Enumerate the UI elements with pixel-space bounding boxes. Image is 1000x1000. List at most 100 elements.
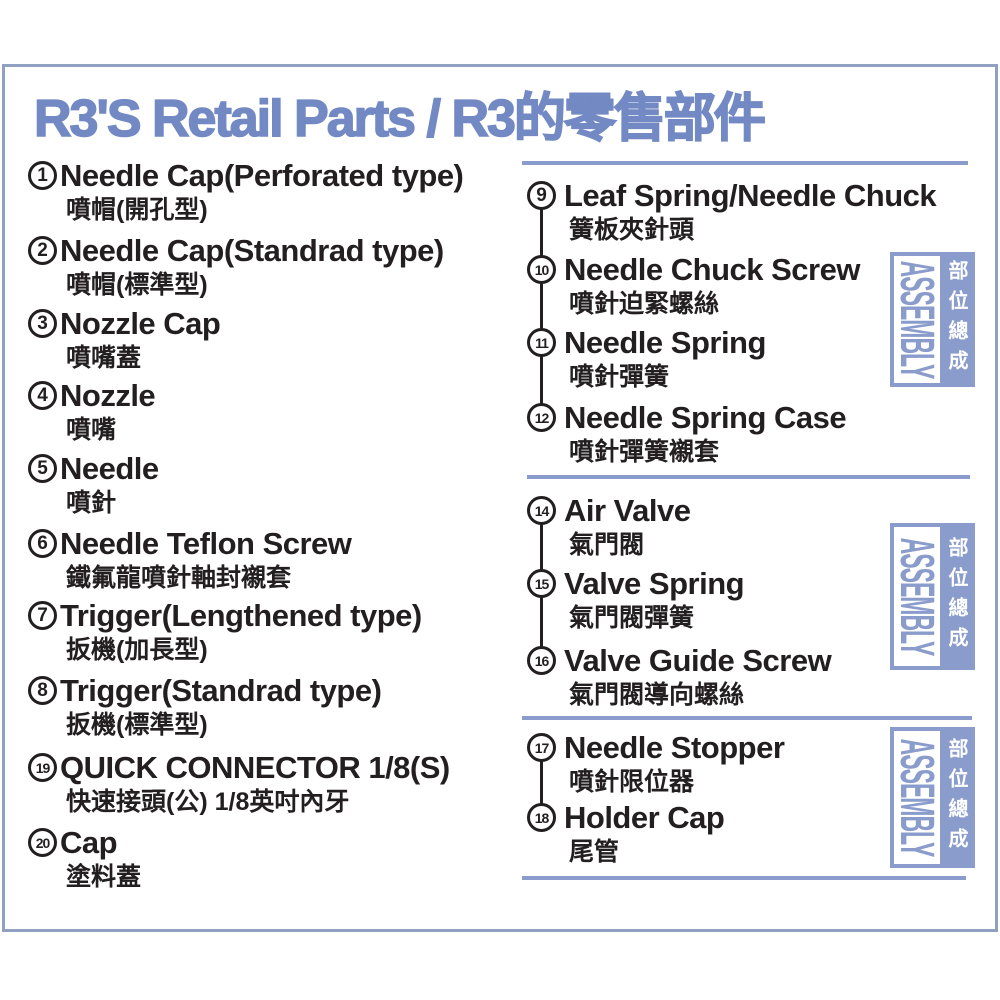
assembly-label-en: ASSEMBLY xyxy=(890,738,946,857)
part-number-badge: 11 xyxy=(527,328,556,357)
part-name-zh: 噴針彈簧 xyxy=(569,363,670,391)
part-name-zh: 簧板夾針頭 xyxy=(569,216,695,244)
assembly-badge-inner: ASSEMBLY xyxy=(891,256,945,383)
part-name-en: Needle xyxy=(60,451,159,486)
part-name-en: Needle Chuck Screw xyxy=(564,252,860,287)
part-item: 1 Needle Cap(Perforated type) 噴帽(開孔型) xyxy=(28,158,464,225)
part-number-badge: 4 xyxy=(28,381,57,410)
part-name-en: Needle Spring Case xyxy=(564,400,847,435)
part-name-zh: 氣門閥彈簧 xyxy=(569,604,695,632)
assembly-badge: ASSEMBLY 部位總成 xyxy=(890,523,975,670)
part-item: 16 Valve Guide Screw 氣門閥導向螺絲 xyxy=(527,643,832,710)
part-name-zh: 噴針迫緊螺絲 xyxy=(569,290,720,318)
page-title: R3'S Retail Parts / R3的零售部件 xyxy=(33,89,766,149)
part-item: 7 Trigger(Lengthened type) 扳機(加長型) xyxy=(28,598,422,665)
part-number: 20 xyxy=(35,834,51,851)
part-number: 5 xyxy=(37,457,48,479)
part-number: 10 xyxy=(534,261,550,278)
part-name-zh: 噴嘴蓋 xyxy=(66,344,142,372)
part-name-zh: 噴帽(開孔型) xyxy=(66,196,208,224)
assembly-label-zh: 部位總成 xyxy=(945,536,967,657)
part-number-badge: 10 xyxy=(527,255,556,284)
connector-line xyxy=(540,747,543,817)
part-name-zh: 噴針限位器 xyxy=(569,768,695,796)
part-number: 2 xyxy=(37,239,48,261)
separator-line xyxy=(522,876,966,880)
part-item: 10 Needle Chuck Screw 噴針迫緊螺絲 xyxy=(527,252,860,319)
part-item: 20 Cap 塗料蓋 xyxy=(28,825,141,892)
part-number-badge: 18 xyxy=(527,803,556,832)
part-number: 18 xyxy=(534,809,550,826)
part-name-zh: 噴帽(標準型) xyxy=(66,271,208,299)
separator-line xyxy=(522,716,972,720)
part-number-badge: 2 xyxy=(28,236,57,265)
part-name-en: Holder Cap xyxy=(564,800,725,835)
part-number-badge: 20 xyxy=(28,828,57,857)
page-border xyxy=(2,64,998,932)
part-number-badge: 16 xyxy=(527,646,556,675)
part-number-badge: 12 xyxy=(527,403,556,432)
assembly-label-zh-strip: 部位總成 xyxy=(940,256,971,383)
part-name-zh: 氣門閥 xyxy=(569,531,645,559)
part-name-zh: 噴針彈簧襯套 xyxy=(569,438,720,466)
separator-line xyxy=(522,161,968,165)
part-name-en: Air Valve xyxy=(564,493,691,528)
part-item: 17 Needle Stopper 噴針限位器 xyxy=(527,730,785,797)
assembly-badge: ASSEMBLY 部位總成 xyxy=(890,727,975,868)
part-name-zh: 噴針 xyxy=(66,489,117,517)
assembly-badge-inner: ASSEMBLY xyxy=(891,527,945,666)
part-number-badge: 17 xyxy=(527,733,556,762)
part-item: 4 Nozzle 噴嘴 xyxy=(28,378,156,445)
part-name-en: Needle Cap(Perforated type) xyxy=(60,158,464,193)
part-item: 9 Leaf Spring/Needle Chuck 簧板夾針頭 xyxy=(527,178,937,245)
part-name-en: Needle Cap(Standrad type) xyxy=(60,233,444,268)
part-number: 15 xyxy=(534,575,550,592)
part-number: 11 xyxy=(535,334,549,351)
part-number-badge: 15 xyxy=(527,569,556,598)
part-name-en: Needle Stopper xyxy=(564,730,785,765)
part-number-badge: 9 xyxy=(527,181,556,210)
part-number: 3 xyxy=(37,312,48,334)
part-number-badge: 8 xyxy=(28,676,57,705)
part-number: 9 xyxy=(536,184,547,206)
part-name-en: Trigger(Standrad type) xyxy=(60,673,382,708)
part-name-en: Leaf Spring/Needle Chuck xyxy=(564,178,937,213)
assembly-label-en: ASSEMBLY xyxy=(890,260,946,379)
part-name-en: Nozzle Cap xyxy=(60,306,221,341)
part-name-zh: 快速接頭(公) 1/8英吋內牙 xyxy=(66,788,350,816)
part-number-badge: 7 xyxy=(28,601,57,630)
part-number: 8 xyxy=(37,679,48,701)
part-item: 11 Needle Spring 噴針彈簧 xyxy=(527,325,766,392)
part-name-zh: 鐵氟龍噴針軸封襯套 xyxy=(66,564,292,592)
part-item: 18 Holder Cap 尾管 xyxy=(527,800,725,867)
part-item: 15 Valve Spring 氣門閥彈簧 xyxy=(527,566,745,633)
part-item: 3 Nozzle Cap 噴嘴蓋 xyxy=(28,306,221,373)
part-name-en: Valve Spring xyxy=(564,566,745,601)
part-item: 5 Needle 噴針 xyxy=(28,451,159,518)
part-number: 12 xyxy=(534,409,550,426)
part-item: 14 Air Valve 氣門閥 xyxy=(527,493,691,560)
assembly-badge-inner: ASSEMBLY xyxy=(891,731,945,864)
part-number-badge: 14 xyxy=(527,496,556,525)
part-number-badge: 1 xyxy=(28,161,57,190)
part-number: 16 xyxy=(534,652,550,669)
assembly-label-zh: 部位總成 xyxy=(945,737,967,858)
part-number: 19 xyxy=(35,759,51,776)
part-number-badge: 19 xyxy=(28,753,57,782)
part-name-en: QUICK CONNECTOR 1/8(S) xyxy=(60,750,450,785)
assembly-label-zh: 部位總成 xyxy=(945,259,967,380)
part-name-en: Cap xyxy=(60,825,118,860)
separator-line xyxy=(527,475,970,479)
part-name-zh: 塗料蓋 xyxy=(66,863,142,891)
part-number-badge: 3 xyxy=(28,309,57,338)
part-number: 6 xyxy=(37,532,48,554)
part-number: 7 xyxy=(37,604,48,626)
part-number: 1 xyxy=(37,164,48,186)
part-number: 4 xyxy=(37,384,48,406)
part-name-zh: 氣門閥導向螺絲 xyxy=(569,681,745,709)
connector-line xyxy=(540,195,543,417)
assembly-badge: ASSEMBLY 部位總成 xyxy=(890,252,975,387)
part-number-badge: 6 xyxy=(28,529,57,558)
part-name-en: Trigger(Lengthened type) xyxy=(60,598,422,633)
